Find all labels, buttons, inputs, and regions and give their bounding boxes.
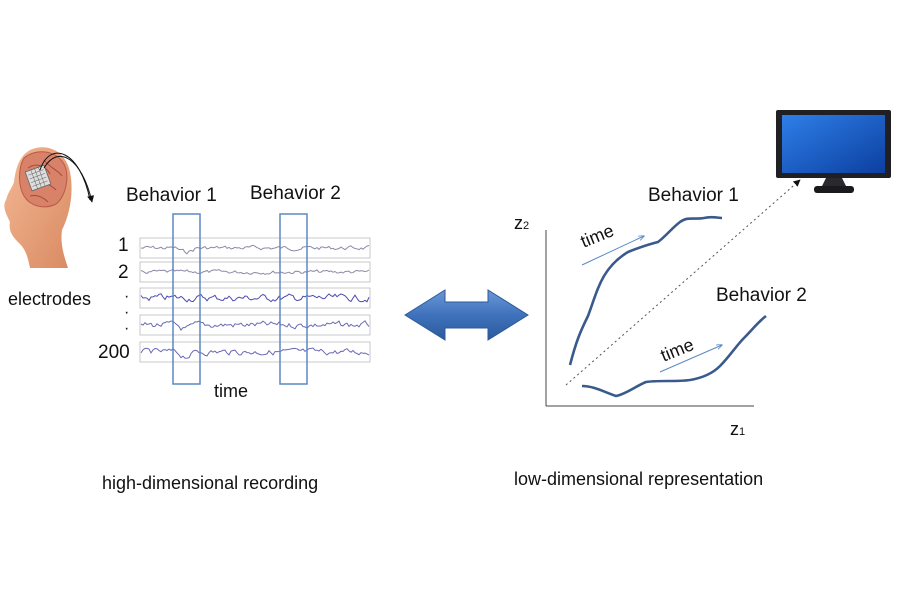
- trace-200: [140, 347, 370, 359]
- behavior-1-label-left: Behavior 1: [126, 185, 217, 206]
- trace-4: [140, 320, 370, 331]
- z2-axis-label: z2: [514, 213, 530, 233]
- ellipsis-dot-1: ·: [124, 288, 130, 305]
- trajectory-behavior-2: [581, 314, 767, 398]
- behavior-2-label-left: Behavior 2: [250, 183, 341, 204]
- trace-box-200: [139, 341, 371, 363]
- behavior-1-window: [172, 213, 201, 385]
- left-caption: high-dimensional recording: [102, 473, 319, 493]
- channel-label-200: 200: [98, 342, 130, 363]
- time-arrow-2: [659, 345, 722, 373]
- ellipsis-dot-3: ·: [124, 320, 130, 337]
- time-arrow-1: [581, 236, 644, 266]
- trace-2: [140, 268, 370, 275]
- trace-box-3: [139, 287, 371, 309]
- double-arrow-icon: [404, 289, 529, 341]
- trace-1: [140, 244, 370, 255]
- behavior-1-label-right: Behavior 1: [648, 185, 739, 206]
- time-axis-label: time: [214, 381, 249, 401]
- monitor-icon: [776, 110, 891, 193]
- latent-axes: [545, 179, 801, 407]
- recording-panel: [139, 213, 371, 385]
- brain-head-icon: [4, 147, 95, 268]
- decoder-arrow: [565, 179, 801, 386]
- right-caption: low-dimensional representation: [514, 469, 764, 489]
- trace-box-2: [139, 261, 371, 283]
- trace-box-4: [139, 314, 371, 336]
- channel-label-1: 1: [118, 235, 129, 256]
- trace-3: [140, 293, 370, 303]
- behavior-2-window: [279, 213, 308, 385]
- behavior-2-label-right: Behavior 2: [716, 285, 807, 306]
- channel-label-2: 2: [118, 262, 129, 283]
- z1-axis-label: z1: [730, 419, 746, 439]
- electrodes-label: electrodes: [8, 289, 92, 309]
- trace-box-1: [139, 237, 371, 259]
- trajectory-behavior-1: [568, 215, 723, 366]
- ellipsis-dot-2: ·: [124, 304, 130, 321]
